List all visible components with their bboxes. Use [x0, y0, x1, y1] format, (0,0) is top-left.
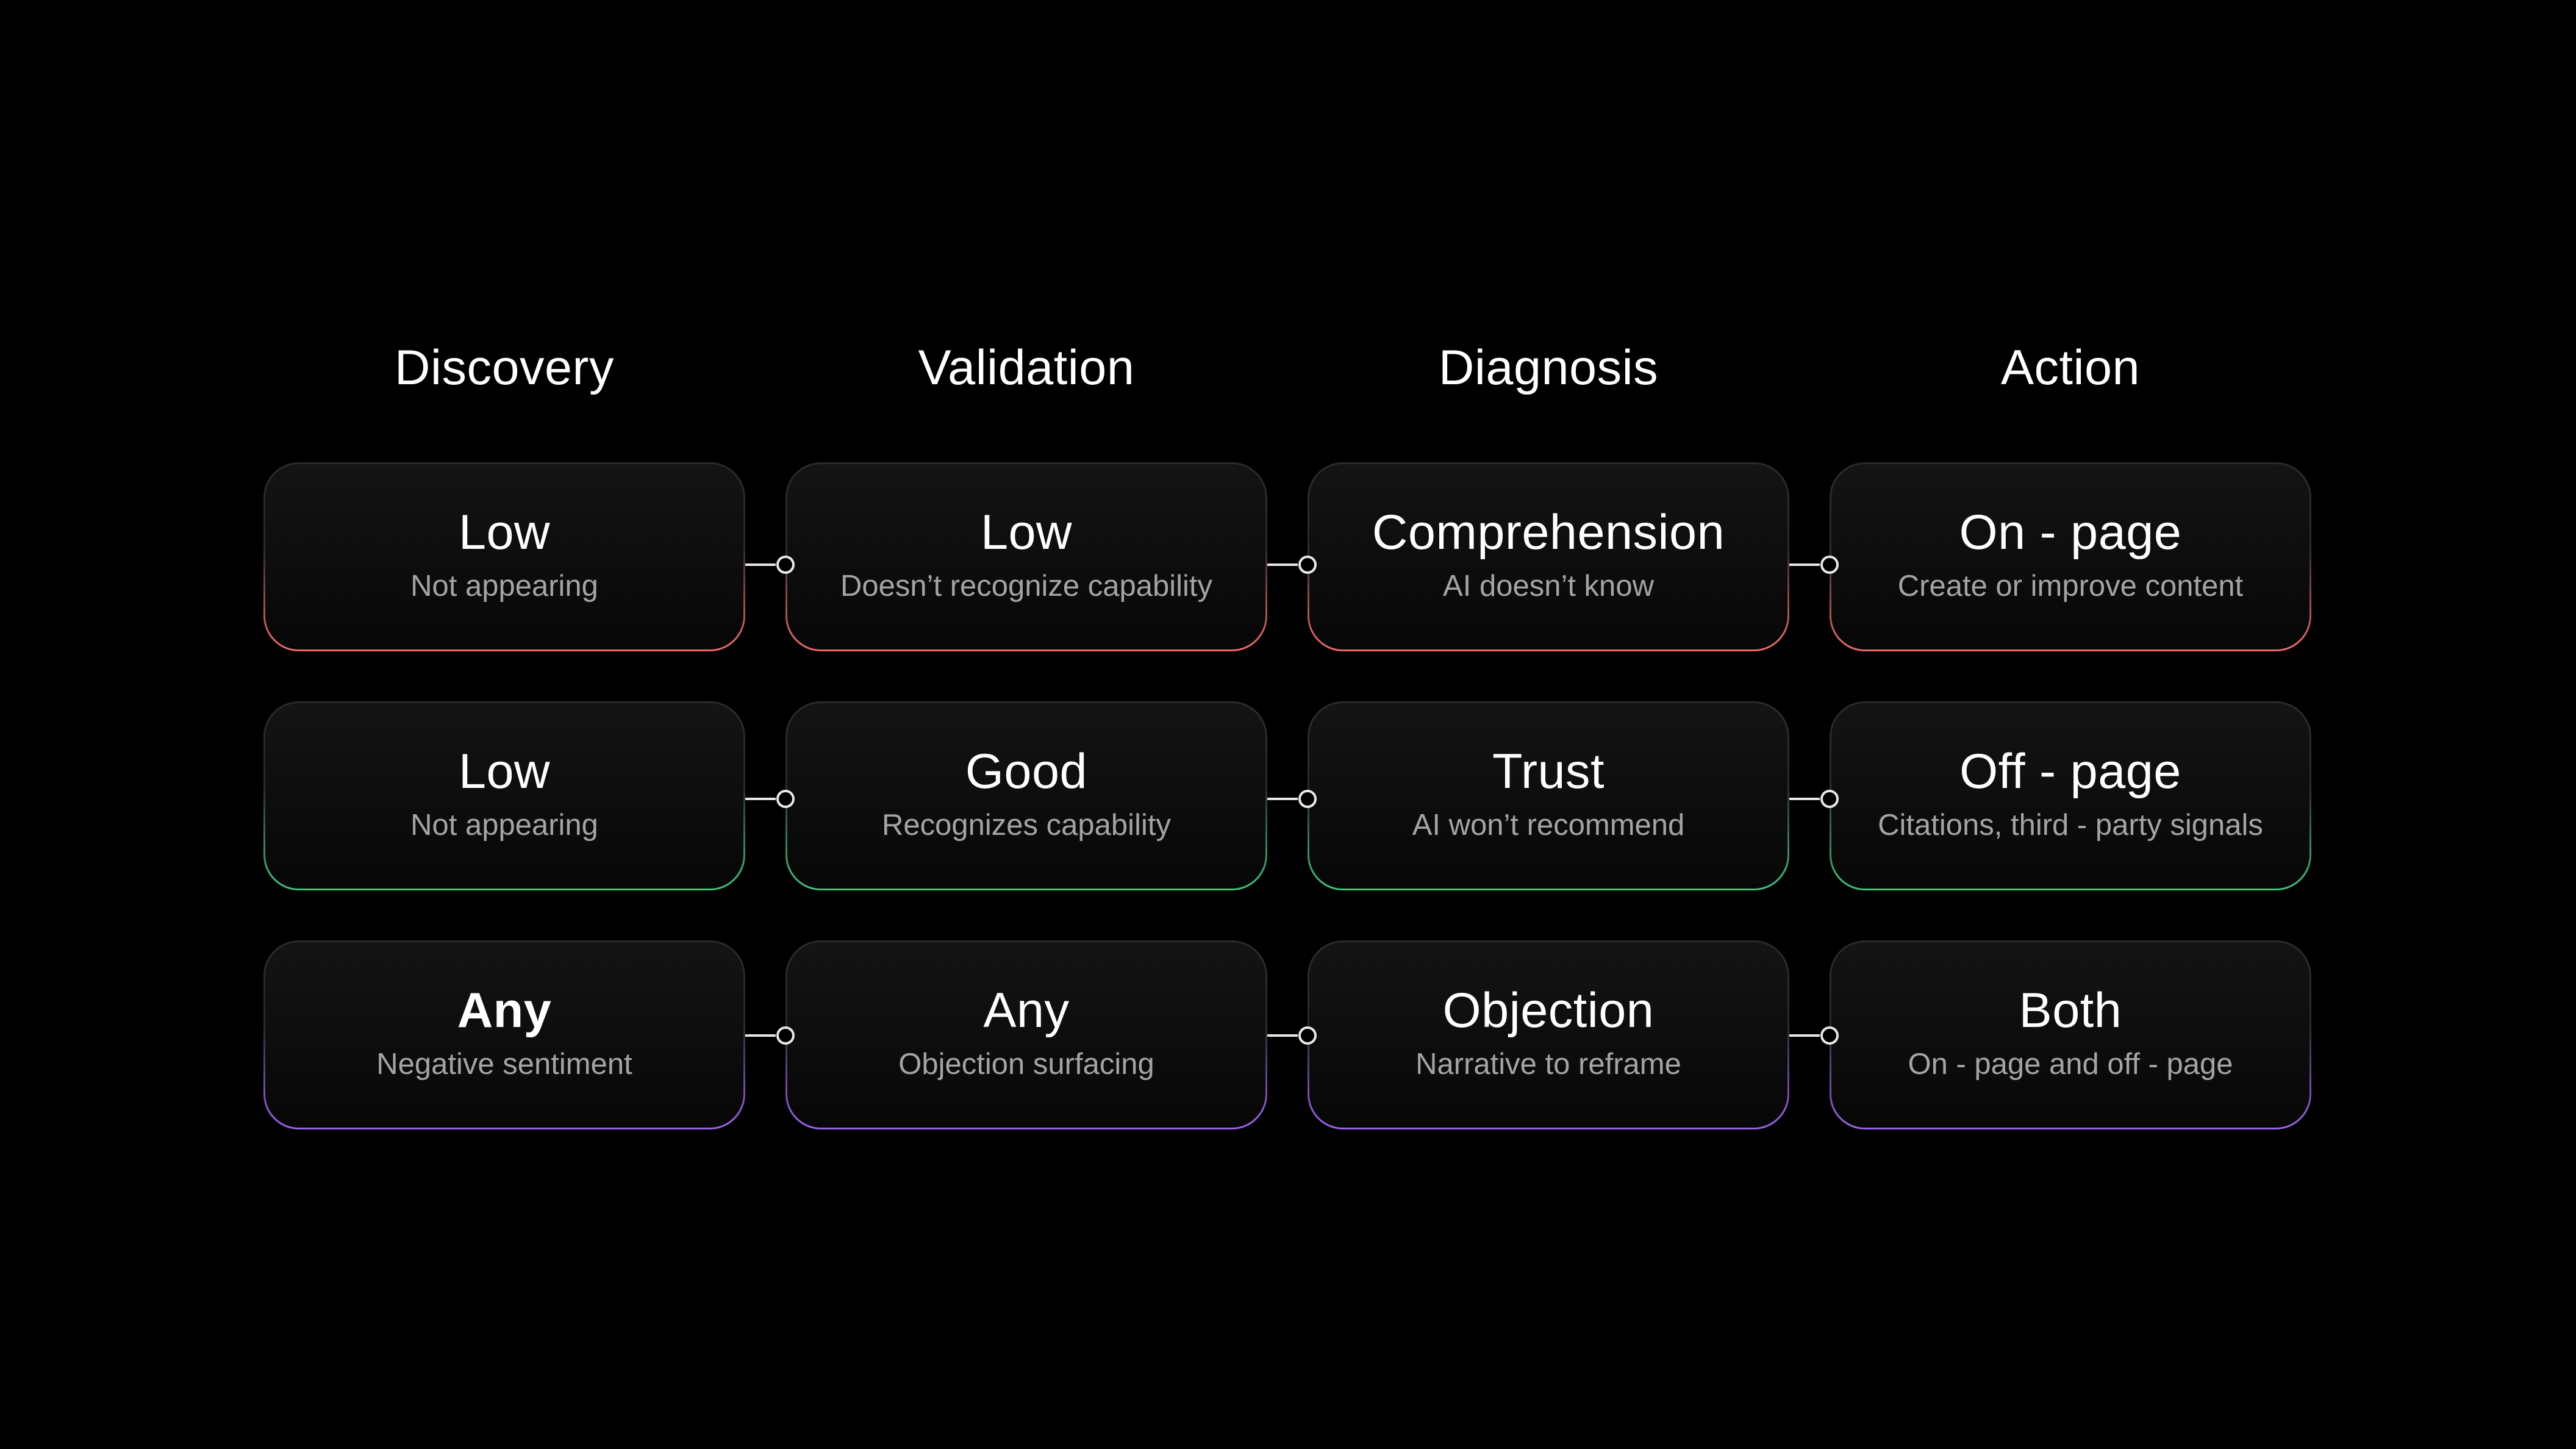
card-row2-action: Off - page Citations, third - party sign… — [1830, 701, 2311, 890]
column-header-diagnosis: Diagnosis — [1438, 340, 1659, 395]
card-row1-discovery: Low Not appearing — [263, 462, 745, 651]
card-subtitle: AI won’t recommend — [1412, 809, 1685, 842]
card-row1-action: On - page Create or improve content — [1830, 462, 2311, 651]
column-header-action: Action — [2000, 340, 2141, 395]
card-subtitle: Doesn’t recognize capability — [840, 570, 1213, 603]
card-title: On - page — [1959, 505, 2182, 560]
card-row3-action: Both On - page and off - page — [1830, 940, 2311, 1129]
card-title: Low — [980, 505, 1073, 560]
card-subtitle: Not appearing — [410, 570, 598, 603]
column-header-discovery: Discovery — [394, 340, 615, 395]
card-subtitle: Objection surfacing — [898, 1048, 1154, 1081]
card-row3-discovery: Any Negative sentiment — [263, 940, 745, 1129]
card-row2-discovery: Low Not appearing — [263, 701, 745, 890]
card-title: Off - page — [1959, 744, 2181, 799]
card-title: Trust — [1492, 744, 1605, 799]
card-row1-validation: Low Doesn’t recognize capability — [785, 462, 1267, 651]
card-subtitle: Recognizes capability — [882, 809, 1171, 842]
card-subtitle: Negative sentiment — [376, 1048, 632, 1081]
card-title: Both — [2019, 983, 2122, 1038]
card-subtitle: Create or improve content — [1897, 570, 2244, 603]
card-subtitle: AI doesn’t know — [1443, 570, 1654, 603]
card-title: Good — [965, 744, 1088, 799]
card-row2-diagnosis: Trust AI won’t recommend — [1308, 701, 1789, 890]
card-subtitle: Narrative to reframe — [1415, 1048, 1681, 1081]
card-title: Any — [983, 983, 1070, 1038]
card-subtitle: On - page and off - page — [1908, 1048, 2233, 1081]
card-row1-diagnosis: Comprehension AI doesn’t know — [1308, 462, 1789, 651]
card-row3-validation: Any Objection surfacing — [785, 940, 1267, 1129]
card-row2-validation: Good Recognizes capability — [785, 701, 1267, 890]
column-header-validation: Validation — [918, 340, 1135, 395]
card-title: Objection — [1442, 983, 1655, 1038]
card-row3-diagnosis: Objection Narrative to reframe — [1308, 940, 1789, 1129]
card-title: Low — [458, 505, 551, 560]
card-subtitle: Citations, third - party signals — [1878, 809, 2263, 842]
card-title: Any — [457, 983, 552, 1038]
card-title: Low — [458, 744, 551, 799]
card-subtitle: Not appearing — [410, 809, 598, 842]
card-title: Comprehension — [1372, 505, 1725, 560]
